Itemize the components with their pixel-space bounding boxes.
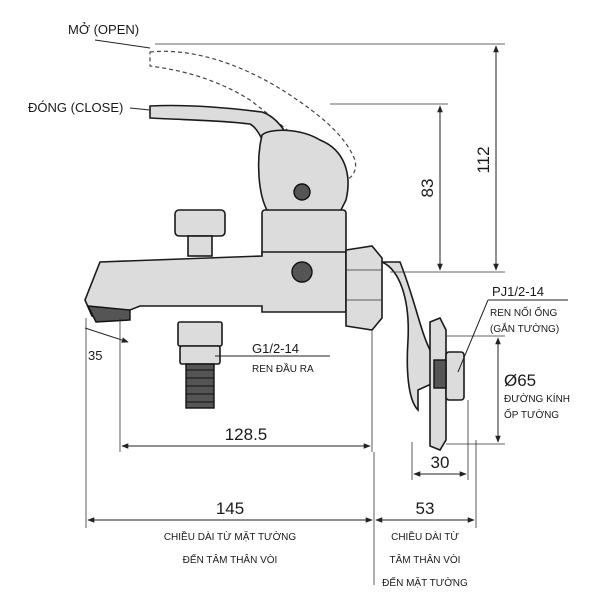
body-center-mark bbox=[291, 261, 313, 283]
dim-text-30: 30 bbox=[431, 453, 450, 472]
label-right-desc-1: CHIỀU DÀI TỪ bbox=[391, 530, 459, 543]
label-outlet-thread-desc: REN ĐẦU RA bbox=[252, 362, 314, 375]
label-pipe-thread-desc-2: (GẮN TƯỜNG) bbox=[490, 322, 559, 335]
label-left-desc-1: CHIỀU DÀI TỪ MẶT TƯỜNG bbox=[164, 530, 297, 543]
leader-close bbox=[129, 107, 151, 111]
label-right-desc-2: TÂM THÂN VÒI bbox=[390, 553, 461, 566]
faucet-drawing bbox=[84, 50, 465, 451]
lever-hub bbox=[257, 129, 349, 213]
dimension-lines bbox=[84, 39, 568, 585]
faucet-main-body bbox=[84, 251, 347, 317]
label-open: MỞ (OPEN) bbox=[68, 22, 139, 37]
dim-text-83: 83 bbox=[418, 179, 437, 198]
s-union-connector bbox=[381, 261, 441, 412]
valve-body-upper bbox=[261, 209, 347, 259]
label-pipe-thread-desc-1: REN NỐI ỐNG bbox=[490, 305, 557, 319]
wall-fitting-nut bbox=[433, 359, 447, 389]
diverter-knob-stem bbox=[187, 235, 213, 257]
text-labels: MỞ (OPEN) ĐÓNG (CLOSE) 112 83 35 G1/2-14… bbox=[28, 22, 570, 589]
label-pipe-thread: PJ1/2-14 bbox=[492, 284, 544, 299]
leader-open bbox=[94, 39, 151, 49]
dim-text-145: 145 bbox=[216, 499, 244, 518]
spout-aerator bbox=[86, 305, 131, 323]
label-outlet-thread: G1/2-14 bbox=[252, 341, 299, 356]
dim-text-128-5: 128.5 bbox=[225, 425, 268, 444]
label-right-desc-3: ĐẾN MẶT TƯỜNG bbox=[382, 576, 468, 589]
outlet-thread-lines bbox=[186, 369, 214, 403]
dim-text-112: 112 bbox=[474, 146, 493, 173]
lever-pivot-screw bbox=[293, 183, 311, 201]
label-close: ĐÓNG (CLOSE) bbox=[28, 100, 123, 115]
lever-open-ghost bbox=[149, 50, 357, 181]
label-cover-desc-2: ỐP TƯỜNG bbox=[504, 407, 559, 421]
label-cover-desc-1: ĐƯỜNG KÍNH bbox=[504, 392, 570, 405]
dim-line-35 bbox=[84, 327, 129, 343]
dim-text-53: 53 bbox=[416, 499, 435, 518]
diverter-knob-cap bbox=[174, 209, 226, 237]
outlet-nut-lower bbox=[179, 345, 221, 365]
leader-pipe-thread bbox=[457, 299, 489, 373]
hex-coupling-nut bbox=[345, 245, 383, 331]
label-left-desc-2: ĐẾN TÂM THÂN VÒI bbox=[183, 553, 278, 566]
label-cover-dia: Ø65 bbox=[504, 371, 536, 390]
wall-fitting bbox=[445, 351, 465, 401]
outlet-nut bbox=[177, 321, 223, 347]
dim-text-35: 35 bbox=[88, 348, 102, 363]
